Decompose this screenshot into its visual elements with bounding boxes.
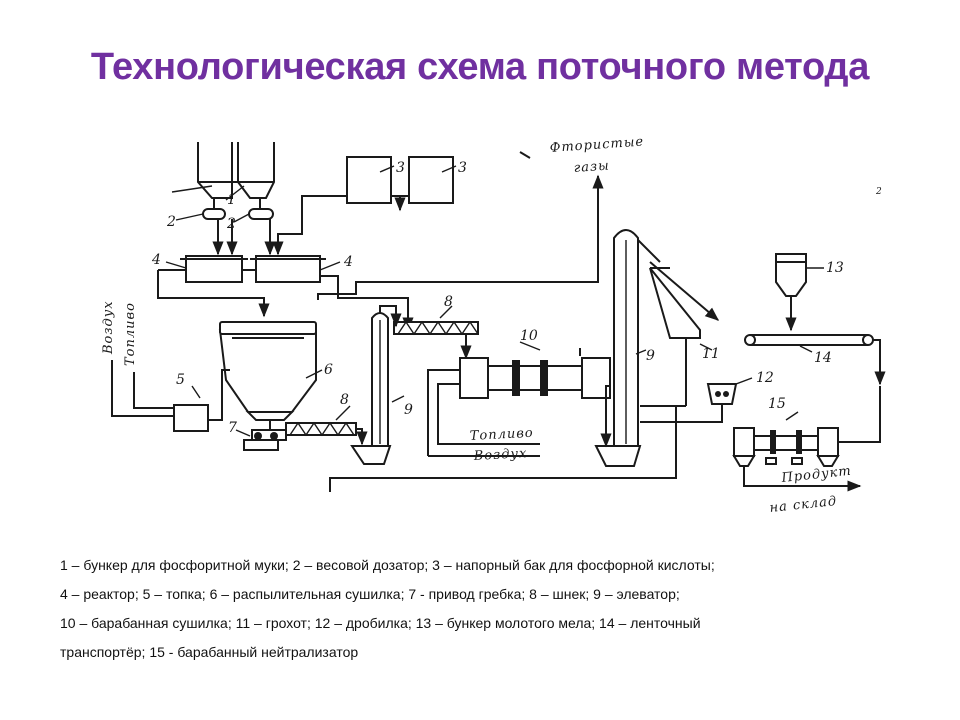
legend: 1 – бункер для фосфоритной муки; 2 – вес… — [60, 551, 920, 667]
ref-1: 1 — [227, 192, 236, 208]
ref-8a: 8 — [340, 392, 349, 408]
screen-sieve — [640, 261, 720, 407]
ref-15: 15 — [768, 396, 786, 412]
ref-4b: 4 — [343, 254, 353, 270]
ref-14: 14 — [814, 350, 832, 366]
ref-11: 11 — [702, 346, 720, 362]
screw-conveyor-upper — [393, 305, 479, 360]
crusher — [640, 377, 753, 423]
weight-dispensers — [175, 198, 276, 256]
ref-7: 7 — [228, 420, 237, 436]
legend-line-3: 10 – барабанная сушилка; 11 – грохот; 12… — [60, 615, 701, 631]
reactors — [157, 255, 414, 332]
recycle-line — [329, 406, 677, 492]
ref-9b: 9 — [646, 348, 655, 364]
ref-9a: 9 — [404, 402, 413, 418]
ref-10: 10 — [520, 328, 538, 344]
ref-2b: 2 — [226, 216, 236, 232]
label-fluorine-gases-1: Фтористые — [549, 134, 644, 156]
label-air-mid: Воздух — [472, 446, 527, 464]
phosphorite-bunkers — [171, 142, 275, 201]
ref-8b: 8 — [444, 294, 453, 310]
label-air-left: Воздух — [101, 300, 116, 355]
elevator-left — [350, 305, 405, 465]
ref-2a: 2 — [166, 214, 176, 230]
belt-conveyor — [744, 334, 886, 386]
label-product: Продукт — [780, 464, 853, 486]
acid-pressure-tanks — [272, 156, 457, 256]
legend-line-1: 1 – бункер для фосфоритной муки; 2 – вес… — [60, 557, 715, 573]
process-flow-diagram: 1 2 2 3 3 4 4 5 6 7 8 8 9 9 10 11 12 13 … — [101, 134, 886, 516]
reference-numbers: 1 2 2 3 3 4 4 5 6 7 8 8 9 9 10 11 12 13 … — [151, 160, 882, 436]
slide-title: Технологическая схема поточного метода — [90, 46, 870, 88]
fluorine-gases-outlet — [317, 151, 604, 300]
drum-dryer — [427, 341, 612, 457]
ref-corner: 2 — [875, 187, 882, 197]
ref-3a: 3 — [396, 160, 405, 176]
furnace — [111, 360, 230, 432]
ref-6: 6 — [324, 362, 333, 378]
chalk-bunker — [775, 253, 824, 332]
ref-3b: 3 — [458, 160, 467, 176]
ref-13: 13 — [826, 260, 844, 276]
label-warehouse: на склад — [769, 494, 838, 516]
screw-conveyor-lower — [285, 405, 368, 446]
legend-line-4: транспортёр; 15 - барабанный нейтрализат… — [60, 644, 359, 660]
drum-neutralizer — [732, 386, 881, 492]
spray-dryer — [218, 321, 323, 421]
flow-labels: Фтористые газы Воздух Топливо Топливо Во… — [101, 134, 852, 516]
label-fuel-left: Топливо — [123, 302, 138, 366]
ref-5: 5 — [176, 372, 185, 388]
label-fluorine-gases-2: газы — [573, 159, 610, 176]
rake-drive — [235, 420, 287, 451]
legend-line-2: 4 – реактор; 5 – топка; 6 – распылительн… — [60, 586, 680, 602]
elevator-right — [594, 229, 661, 467]
ref-12: 12 — [756, 370, 774, 386]
ref-4a: 4 — [151, 252, 161, 268]
label-fuel-mid: Топливо — [469, 426, 534, 444]
